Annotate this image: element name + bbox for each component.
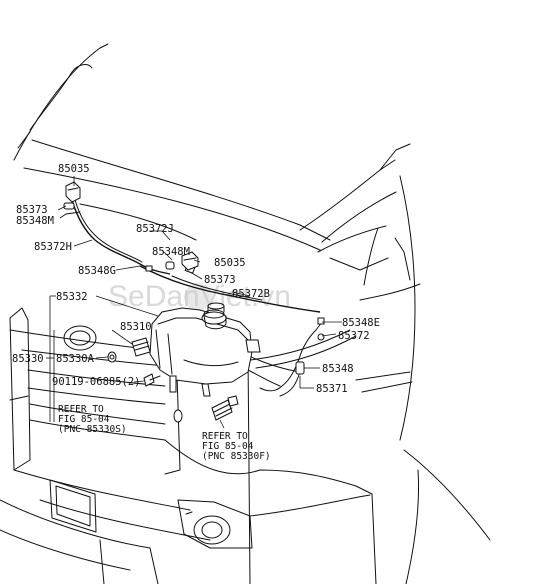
mounting-bolt [143,373,161,387]
rear-washer-pump [173,395,239,423]
label-85371: 85371 [316,383,348,395]
label-85372h: 85372H [34,241,72,253]
vehicle-body [0,43,491,584]
label-90119-06885: 90119-06885(2) [52,376,141,388]
label-85372j: 85372J [136,223,174,235]
refer-right-line1: REFER TO [202,431,248,442]
label-85035-top: 85035 [58,163,90,175]
refer-right-line3: (PNC 85330F) [202,451,271,462]
label-85330a: 85330A [56,353,95,365]
leader-lines [46,176,342,429]
refer-left-line2: FIG 85-04 [58,414,110,425]
label-85348m-mid: 85348M [152,246,190,258]
refer-right-line2: FIG 85-04 [202,441,254,452]
part-labels: 85035 85373 85348M 85372H 85348G 85372J … [12,163,380,462]
label-85372b: 85372B [232,288,270,300]
washer-nozzle-right [165,251,199,271]
label-85372: 85372 [338,330,370,342]
label-85035-mid: 85035 [214,257,246,269]
label-85348e: 85348E [342,317,380,329]
label-85348g: 85348G [78,265,116,277]
watermark: SeDanViet.vn [108,280,291,313]
refer-left-line1: REFER TO [58,404,104,415]
washer-nozzle-left [63,181,81,215]
label-85373-left: 85373 [16,204,48,216]
label-85348m-left: 85348M [16,215,54,227]
label-85373-mid: 85373 [204,274,236,286]
washer-pump [107,337,151,363]
refer-left-line3: (PNC 85330S) [58,424,127,435]
label-85348: 85348 [322,363,354,375]
label-85332: 85332 [56,291,88,303]
washer-tank [149,302,261,397]
label-85310: 85310 [120,321,152,333]
label-85330: 85330 [12,353,44,365]
